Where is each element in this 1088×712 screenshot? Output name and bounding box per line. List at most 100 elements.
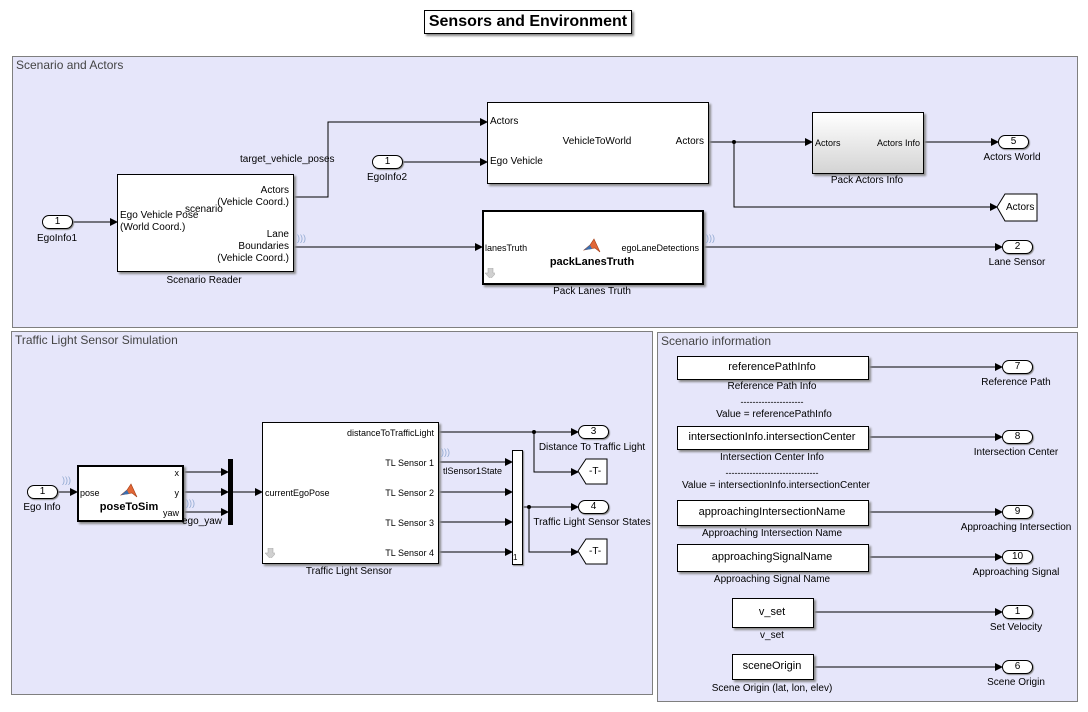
pts-out-x: x bbox=[174, 468, 180, 478]
bus-index-label: 1 bbox=[513, 553, 518, 562]
down-arrow-icon bbox=[485, 268, 495, 278]
sr-out-actors-coord: (Vehicle Coord.) bbox=[217, 197, 289, 208]
tl-states-label: Traffic Light Sensor States bbox=[533, 517, 651, 528]
outport-reference-path[interactable]: 7 bbox=[1002, 360, 1033, 374]
outport-approaching-signal[interactable]: 10 bbox=[1002, 550, 1033, 564]
tls-out-3: TL Sensor 3 bbox=[385, 518, 434, 528]
signal-label-ego-yaw: ego_yaw bbox=[182, 516, 223, 527]
scenario-reader-block[interactable] bbox=[117, 174, 294, 272]
tls-out-distance: distanceToTrafficLight bbox=[346, 428, 434, 438]
branch-point bbox=[527, 505, 531, 509]
vtw-in-actors: Actors bbox=[490, 116, 519, 127]
signal-label-tl-sensor1-state: tlSensor1State bbox=[443, 466, 503, 476]
egoinfo1-label: EgoInfo1 bbox=[36, 233, 78, 244]
inport-egoinfo2[interactable]: 1 bbox=[372, 155, 403, 169]
wire-distance-goto bbox=[533, 432, 579, 476]
constant-scene-origin[interactable] bbox=[732, 654, 814, 680]
approaching-signal-label: Approaching Signal bbox=[972, 567, 1060, 578]
separator: ------------------------------- bbox=[725, 468, 819, 478]
annotation: Value = intersectionInfo.intersectionCen… bbox=[682, 480, 870, 491]
egoinfo2-label: EgoInfo2 bbox=[366, 172, 408, 183]
goto-tag-2[interactable] bbox=[577, 538, 609, 566]
constant-value: referencePathInfo bbox=[728, 361, 816, 373]
outport-approaching-intersection[interactable]: 9 bbox=[1002, 505, 1033, 519]
actors-world-label: Actors World bbox=[983, 152, 1041, 163]
constant-value: intersectionInfo.intersectionCenter bbox=[688, 431, 856, 443]
outport-scene-origin[interactable]: 6 bbox=[1002, 660, 1033, 674]
constant-approaching-signal-name[interactable] bbox=[677, 544, 869, 572]
tls-in: currentEgoPose bbox=[265, 488, 330, 498]
plt-center-label: packLanesTruth bbox=[549, 256, 635, 268]
area-title: Traffic Light Sensor Simulation bbox=[15, 333, 178, 347]
goto-actors-label: Actors bbox=[1006, 202, 1035, 213]
wire-target-vehicle-poses bbox=[293, 118, 488, 198]
matlab-function-icon bbox=[120, 483, 138, 498]
pts-out-y: y bbox=[174, 488, 180, 498]
constant-approaching-intersection-name[interactable] bbox=[677, 500, 869, 526]
pts-in-pose: pose bbox=[80, 488, 100, 498]
pack-lanes-truth-label: Pack Lanes Truth bbox=[553, 286, 631, 297]
goto-tag-1-label: -T- bbox=[589, 466, 602, 477]
signal-label-scenario: scenario bbox=[185, 204, 223, 215]
tls-out-4: TL Sensor 4 bbox=[385, 548, 434, 558]
vehicle-to-world-block[interactable] bbox=[487, 102, 709, 184]
area-title: Scenario and Actors bbox=[16, 58, 124, 72]
bus-creator-block[interactable] bbox=[512, 450, 523, 565]
outport-actors-world[interactable]: 5 bbox=[998, 135, 1029, 149]
outport-distance-tl[interactable]: 3 bbox=[578, 425, 609, 439]
annotation: Value = referencePathInfo bbox=[716, 409, 832, 420]
constant-name: Reference Path Info bbox=[727, 381, 817, 392]
mux-bar[interactable] bbox=[228, 459, 233, 525]
sr-in-pose-coord: (World Coord.) bbox=[120, 222, 186, 233]
goto-tag-1[interactable] bbox=[577, 458, 609, 486]
approaching-intersection-label: Approaching Intersection bbox=[960, 522, 1072, 533]
wireless-icon: ))) bbox=[706, 233, 715, 243]
vtw-in-ego: Ego Vehicle bbox=[490, 156, 543, 167]
sr-out-actors: Actors bbox=[260, 185, 289, 196]
constant-reference-path-info[interactable] bbox=[677, 356, 869, 380]
tls-out-2: TL Sensor 2 bbox=[385, 488, 434, 498]
wire-actors-goto bbox=[733, 142, 998, 211]
constant-name: Approaching Intersection Name bbox=[701, 528, 843, 539]
constant-name: Scene Origin (lat, lon, elev) bbox=[711, 683, 833, 694]
pack-actors-info-label: Pack Actors Info bbox=[830, 175, 904, 186]
outport-tl-states[interactable]: 4 bbox=[578, 500, 609, 514]
wireless-icon: ))) bbox=[62, 475, 71, 485]
separator: --------------------- bbox=[740, 397, 804, 407]
constant-v-set[interactable] bbox=[732, 598, 814, 628]
wireless-icon: ))) bbox=[186, 498, 195, 508]
goto-actors-tag[interactable] bbox=[996, 193, 1038, 223]
distance-tl-label: Distance To Traffic Light bbox=[538, 442, 646, 453]
down-arrow-icon bbox=[265, 548, 275, 558]
plt-in: lanesTruth bbox=[485, 243, 528, 253]
constant-name: v_set bbox=[760, 630, 784, 641]
sr-out-lane: Lane bbox=[266, 229, 289, 240]
vtw-out-actors: Actors bbox=[675, 136, 704, 147]
outport-lane-sensor[interactable]: 2 bbox=[1002, 240, 1033, 254]
vtw-center-label: VehicleToWorld bbox=[562, 136, 632, 147]
tls-out-1: TL Sensor 1 bbox=[385, 458, 434, 468]
inport-ego-info[interactable]: 1 bbox=[27, 485, 58, 499]
pts-out-yaw: yaw bbox=[162, 508, 179, 518]
pack-actors-info-block[interactable] bbox=[812, 112, 924, 174]
reference-path-label: Reference Path bbox=[981, 377, 1051, 388]
constant-value: approachingIntersectionName bbox=[698, 506, 846, 518]
outport-intersection-center[interactable]: 8 bbox=[1002, 430, 1033, 444]
sr-out-lane-boundaries: Boundaries bbox=[238, 241, 289, 252]
constant-intersection-center-info[interactable] bbox=[677, 426, 869, 450]
diagram-title: Sensors and Environment bbox=[424, 10, 632, 34]
pack-actors-out: Actors Info bbox=[876, 138, 920, 148]
branch-point bbox=[732, 140, 736, 144]
traffic-light-sensor-block[interactable] bbox=[262, 422, 439, 564]
wire-tl-states-goto bbox=[528, 507, 579, 556]
wireless-icon: ))) bbox=[441, 447, 450, 457]
plt-out: egoLaneDetections bbox=[621, 243, 699, 253]
pack-actors-in: Actors bbox=[815, 138, 841, 148]
inport-egoinfo1[interactable]: 1 bbox=[42, 215, 73, 229]
constant-value: approachingSignalName bbox=[711, 551, 833, 563]
intersection-center-label: Intersection Center bbox=[973, 447, 1059, 458]
matlab-function-icon bbox=[583, 238, 601, 253]
outport-set-velocity[interactable]: 1 bbox=[1002, 605, 1033, 619]
set-velocity-label: Set Velocity bbox=[989, 622, 1043, 633]
